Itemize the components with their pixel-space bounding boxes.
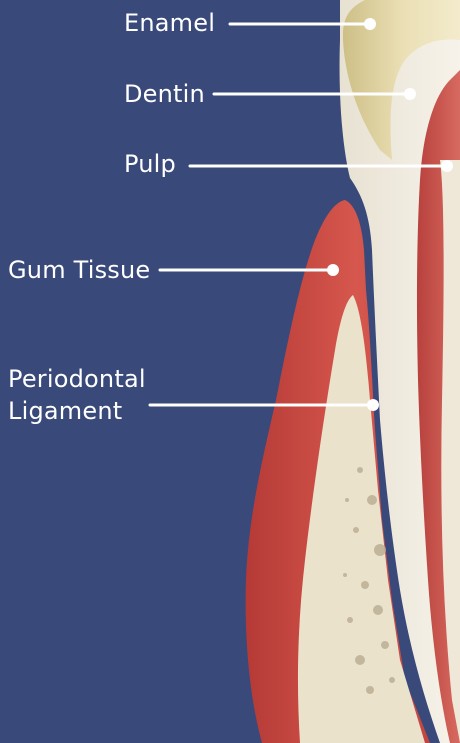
gum-tissue-label: Gum Tissue — [8, 254, 150, 286]
pulp-pointer-dot — [441, 160, 453, 172]
periodontal-ligament-pointer-dot — [367, 399, 379, 411]
gum-tissue-pointer-dot — [327, 264, 339, 276]
periodontal-ligament-label-line1: Periodontal — [8, 363, 146, 395]
pulp-label: Pulp — [124, 148, 176, 180]
periodontal-ligament-label: Periodontal Ligament — [8, 363, 146, 427]
dentin-pointer-dot — [404, 88, 416, 100]
periodontal-ligament-label-line2: Ligament — [8, 395, 146, 427]
enamel-pointer-dot — [364, 18, 376, 30]
enamel-label: Enamel — [124, 7, 215, 39]
dentin-label: Dentin — [124, 78, 205, 110]
